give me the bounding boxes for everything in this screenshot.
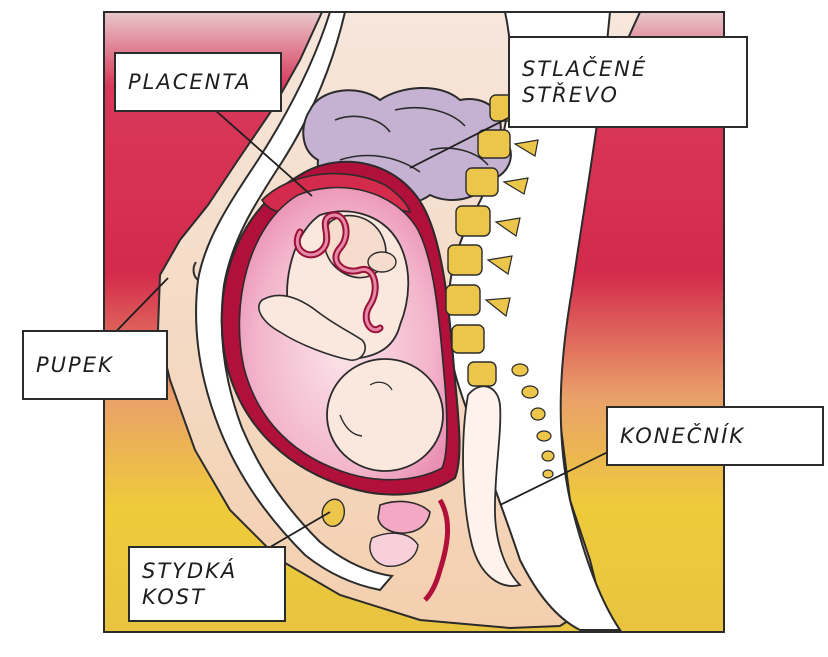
label-compressed-bowel-line1: STLAČENÉ xyxy=(522,56,746,82)
label-placenta: PLACENTA xyxy=(114,52,282,112)
label-compressed-bowel-line2: STŘEVO xyxy=(522,82,746,108)
label-navel: PUPEK xyxy=(22,330,168,400)
label-pubic-bone-line2: KOST xyxy=(142,584,284,610)
label-pubic-bone-line1: STYDKÁ xyxy=(142,558,284,584)
pubic-bone xyxy=(322,499,344,526)
label-placenta-text: PLACENTA xyxy=(128,69,280,95)
label-navel-text: PUPEK xyxy=(36,352,166,378)
label-compressed-bowel: STLAČENÉ STŘEVO xyxy=(508,36,748,128)
label-rectum: KONEČNÍK xyxy=(606,406,824,466)
label-pubic-bone: STYDKÁ KOST xyxy=(128,546,286,622)
label-rectum-text: KONEČNÍK xyxy=(620,423,822,449)
